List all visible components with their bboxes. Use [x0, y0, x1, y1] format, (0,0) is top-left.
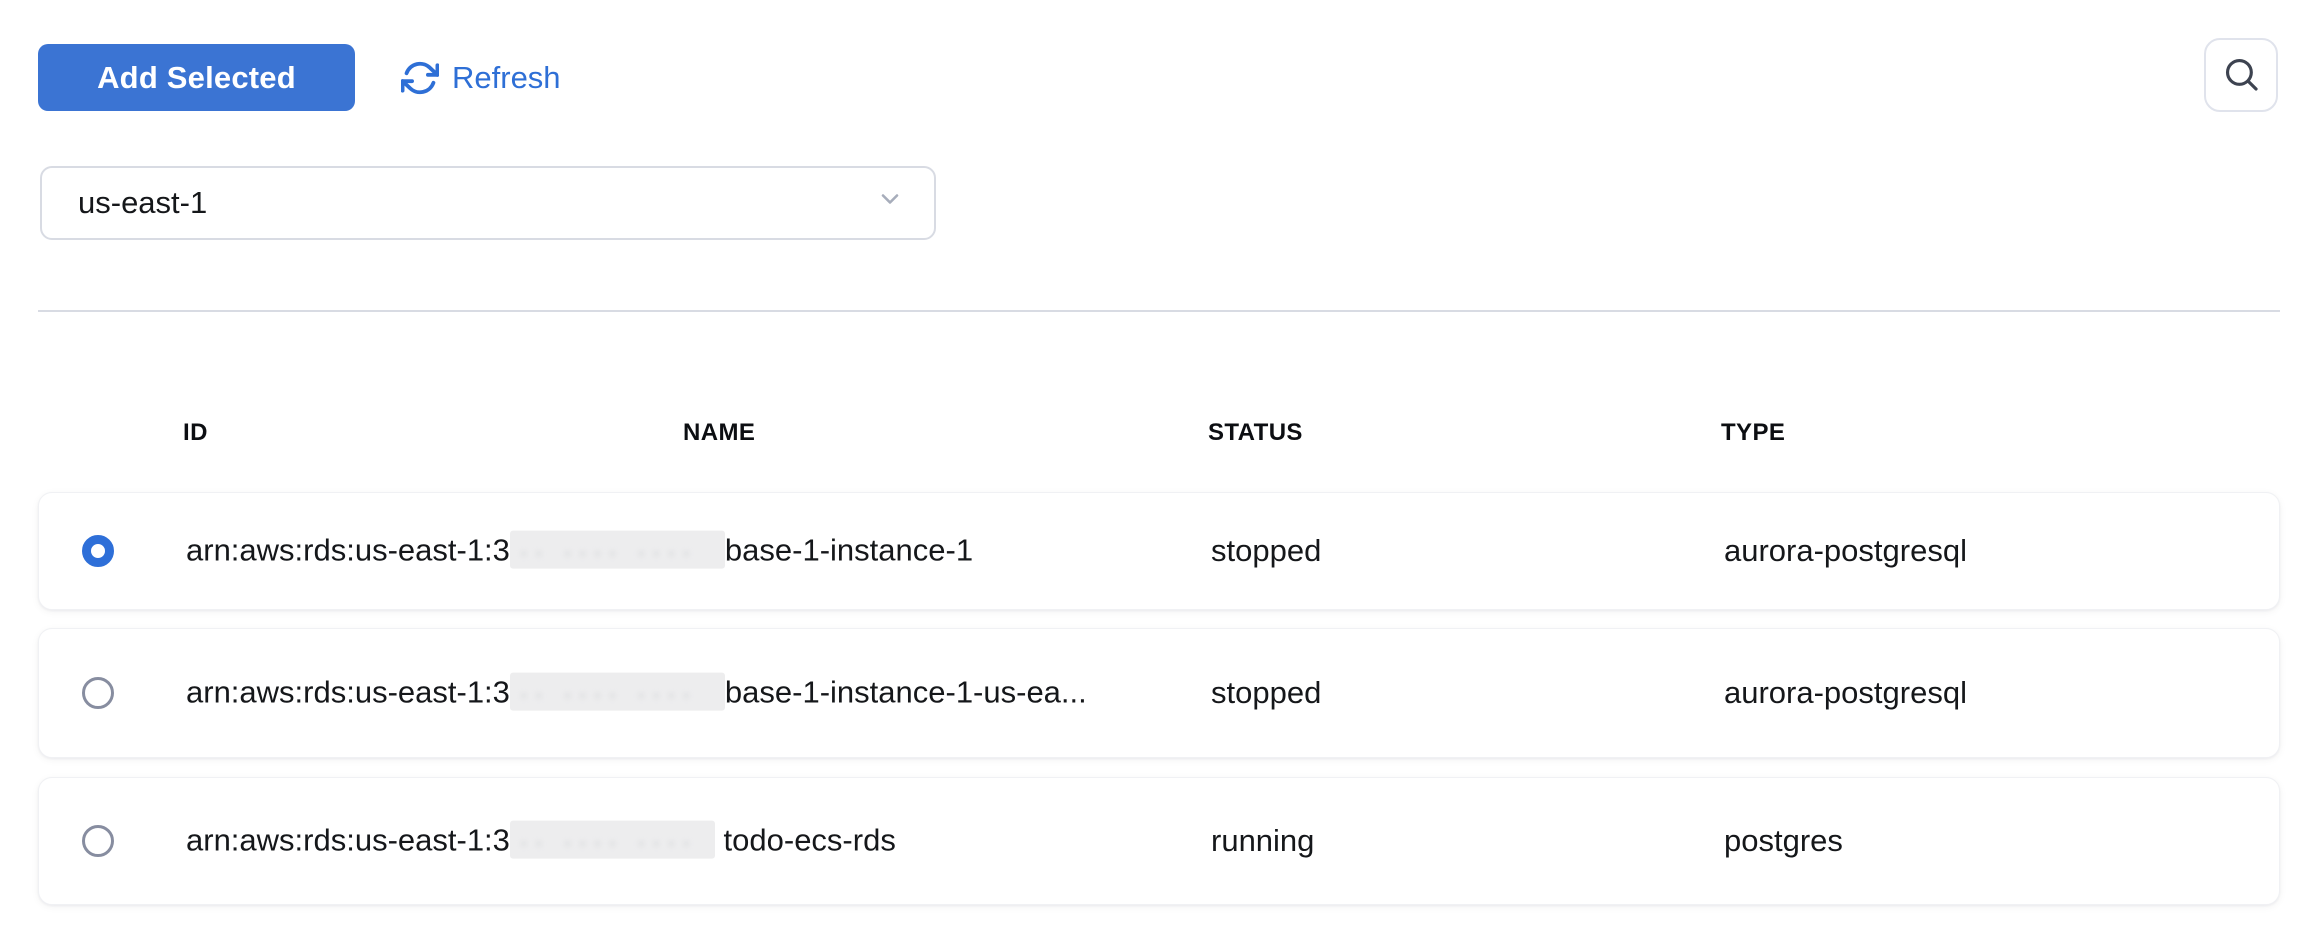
instance-row[interactable]: arn:aws:rds:us-east-1:3 ·· ···· ···· base-… [38, 492, 2280, 610]
instance-type-cell: postgres [1724, 823, 1843, 858]
chevron-down-icon [876, 185, 904, 221]
region-dropdown[interactable]: us-east-1 [40, 166, 936, 240]
redacted-account-id: ·· ···· ···· [509, 820, 715, 859]
instance-status-cell: stopped [1211, 675, 1322, 710]
search-button[interactable] [2204, 38, 2278, 112]
instance-id-prefix: arn:aws:rds:us-east-1:3 [186, 822, 510, 858]
instance-status-cell: stopped [1211, 533, 1322, 568]
redaction-smudge: ·· ···· ···· [519, 829, 698, 857]
table-header: ID NAME STATUS TYPE [0, 419, 2298, 447]
instance-row[interactable]: arn:aws:rds:us-east-1:3 ·· ···· ···· todo… [38, 777, 2280, 905]
instance-status-cell: running [1211, 823, 1315, 858]
instance-row[interactable]: arn:aws:rds:us-east-1:3 ·· ···· ···· base-… [38, 628, 2280, 758]
column-header-id: ID [183, 419, 208, 446]
refresh-button[interactable]: Refresh [401, 44, 561, 111]
add-selected-button[interactable]: Add Selected [38, 44, 355, 111]
refresh-icon [401, 59, 439, 97]
instance-id-prefix: arn:aws:rds:us-east-1:3 [186, 532, 510, 568]
column-header-name: NAME [683, 419, 756, 446]
search-icon [2222, 55, 2260, 96]
instance-id-prefix: arn:aws:rds:us-east-1:3 [186, 674, 510, 710]
redacted-account-id: ·· ···· ···· [509, 672, 725, 711]
instance-id-cell: arn:aws:rds:us-east-1:3 ·· ···· ···· todo… [186, 820, 896, 862]
section-divider [38, 310, 2280, 312]
instance-id-suffix: todo-ecs-rds [714, 822, 896, 858]
instance-type-cell: aurora-postgresql [1724, 675, 1967, 710]
region-dropdown-value: us-east-1 [78, 185, 208, 220]
redacted-account-id: ·· ···· ···· [509, 530, 725, 569]
radio-button[interactable] [82, 535, 114, 567]
radio-button[interactable] [82, 677, 114, 709]
instance-id-cell: arn:aws:rds:us-east-1:3 ·· ···· ···· base-… [186, 530, 974, 572]
instance-id-suffix: base-1-instance-1 [724, 532, 974, 568]
redaction-smudge: ·· ···· ···· [519, 539, 698, 567]
instance-id-cell: arn:aws:rds:us-east-1:3 ·· ···· ···· base-… [186, 672, 1087, 714]
column-header-type: TYPE [1721, 419, 1786, 446]
instance-id-suffix: base-1-instance-1-us-ea... [724, 674, 1087, 710]
redaction-smudge: ·· ···· ···· [519, 681, 698, 709]
column-header-status: STATUS [1208, 419, 1303, 446]
instance-type-cell: aurora-postgresql [1724, 533, 1967, 568]
refresh-label: Refresh [452, 59, 561, 95]
radio-button[interactable] [82, 825, 114, 857]
